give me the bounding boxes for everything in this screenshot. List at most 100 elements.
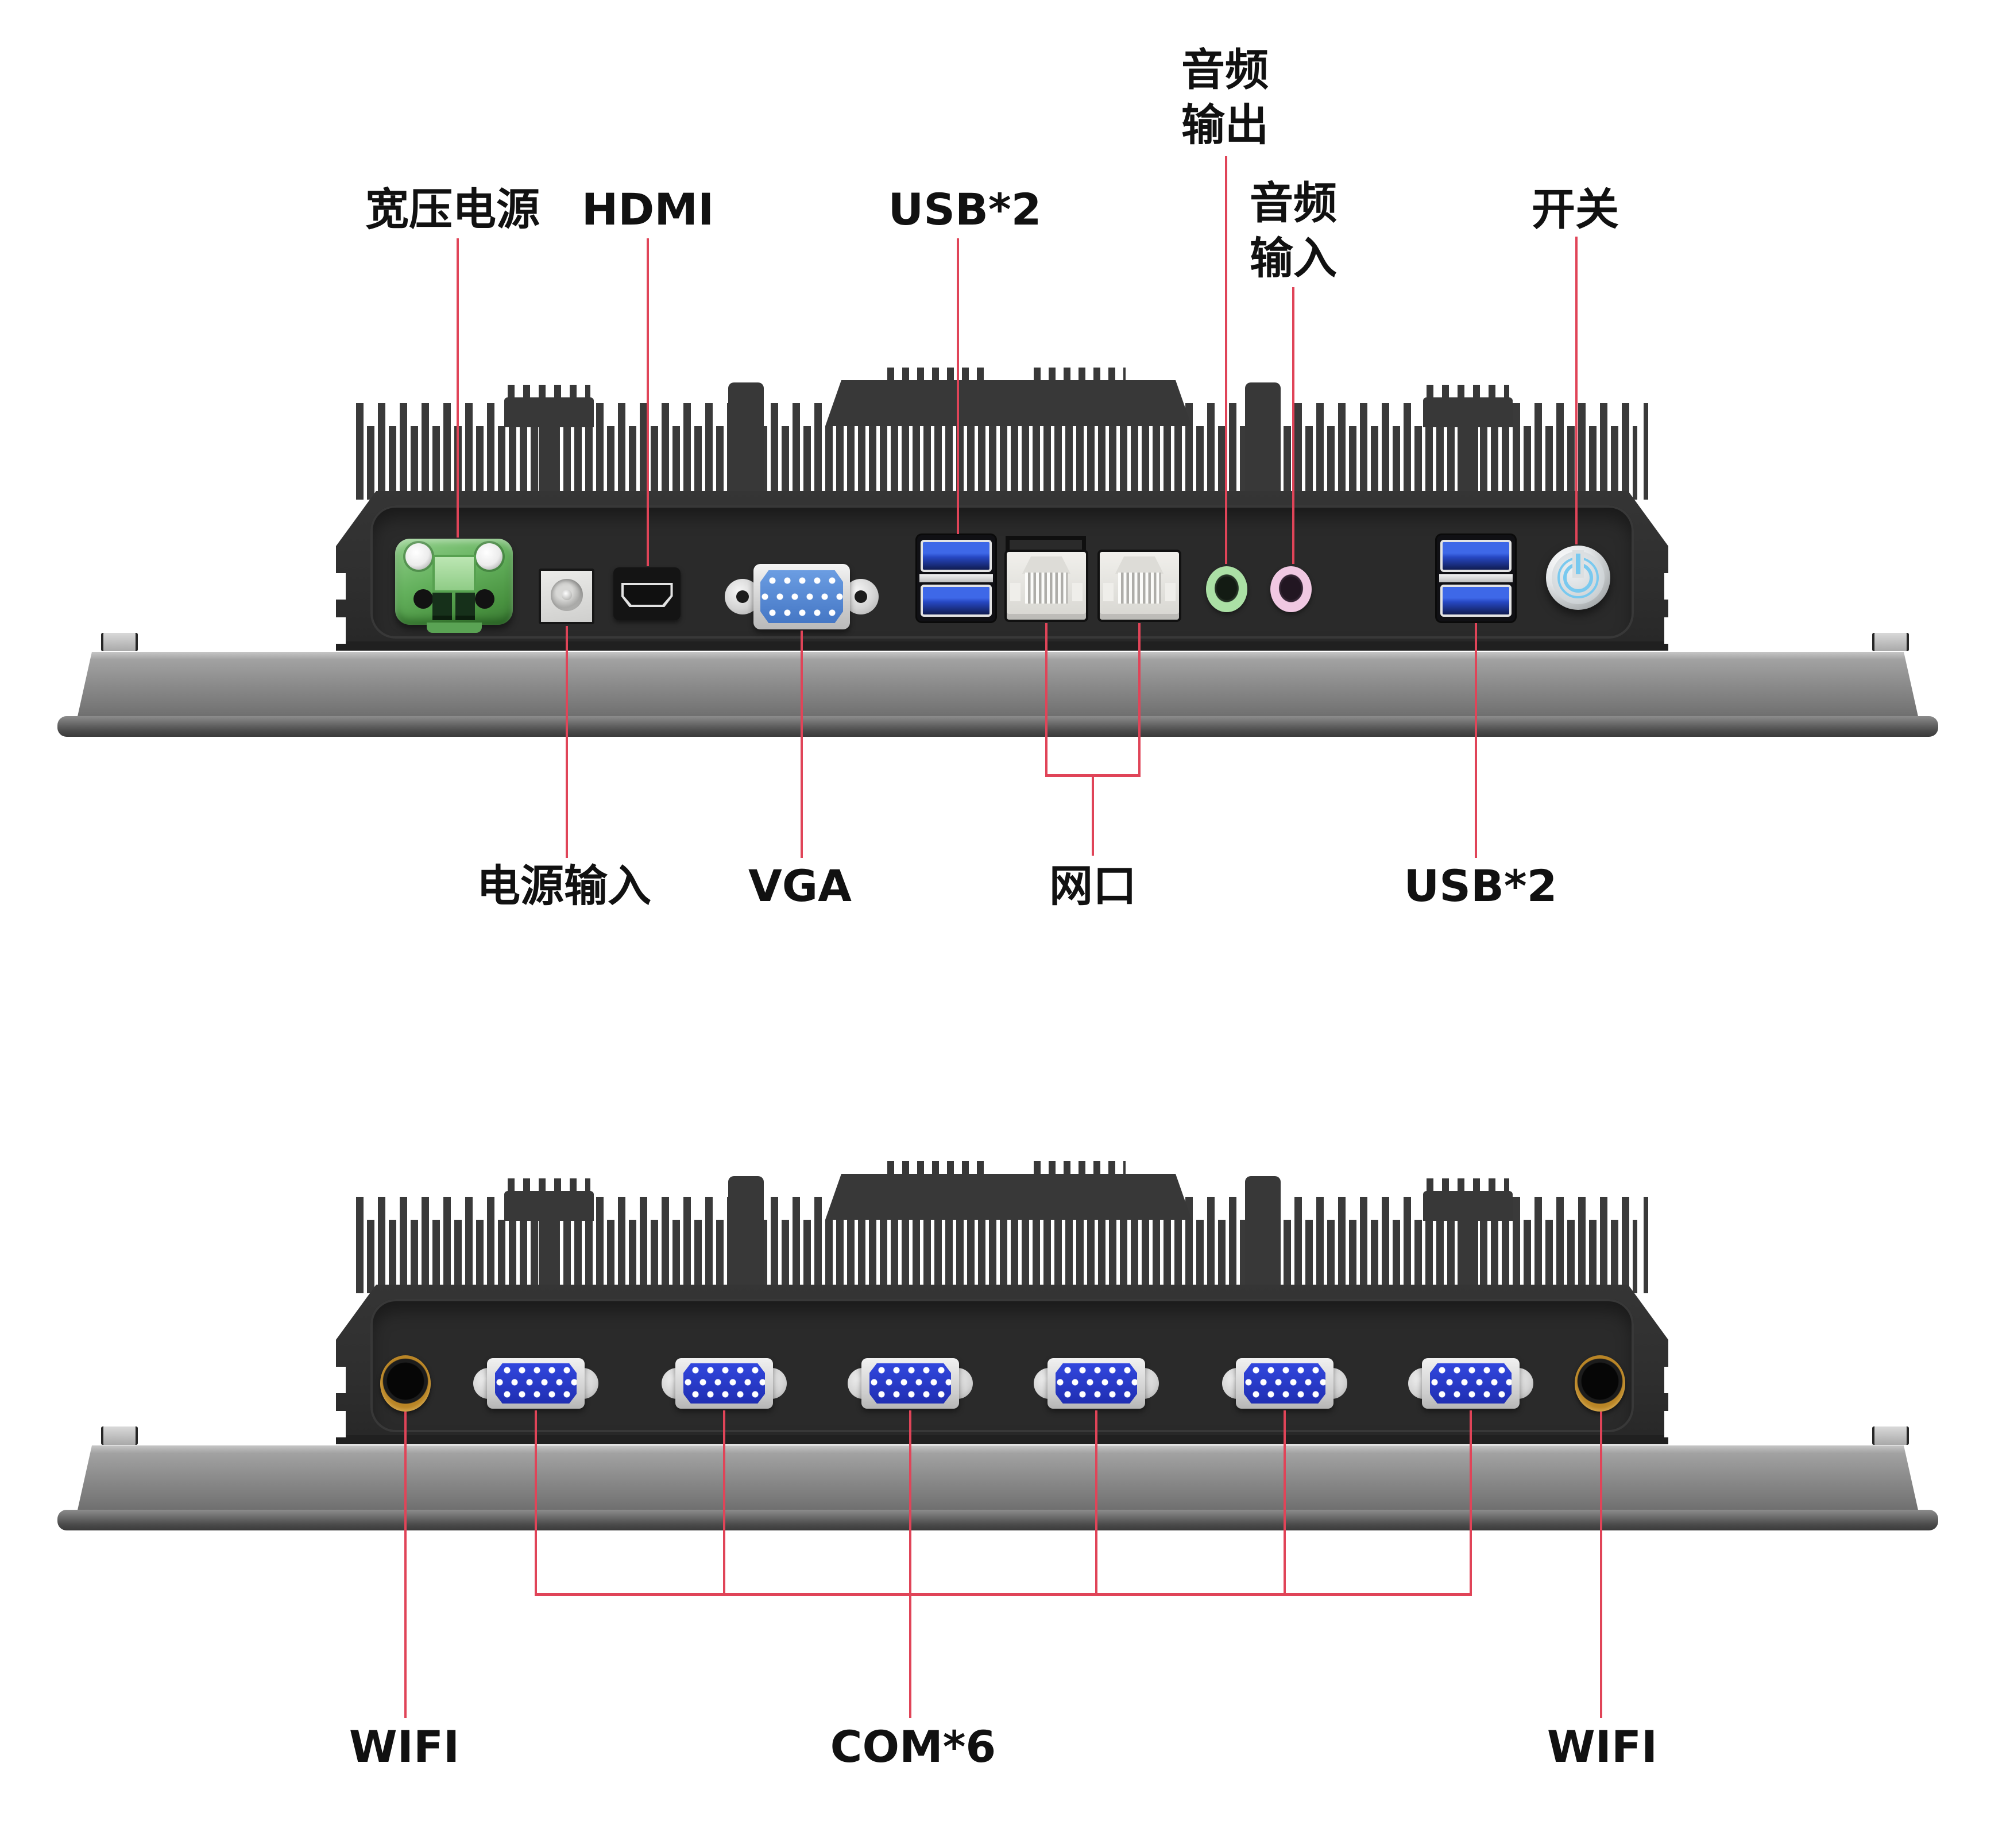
mount-notch bbox=[326, 1411, 346, 1437]
heatsink-post bbox=[1423, 1178, 1513, 1297]
com-serial-port-2 bbox=[662, 1358, 787, 1409]
leader-com-1 bbox=[535, 1410, 537, 1595]
usb3-port bbox=[1440, 585, 1512, 617]
bezel-screw bbox=[1872, 633, 1909, 651]
label-audio-in-line2: 输入 bbox=[1250, 233, 1337, 284]
device-bottom-io-panel bbox=[0, 1161, 2010, 1540]
wifi-antenna-connector-right bbox=[1575, 1355, 1625, 1412]
label-lan: 网口 bbox=[1049, 860, 1137, 911]
usb3-port bbox=[921, 540, 992, 572]
hdmi-port bbox=[613, 567, 681, 620]
heatsink-teeth bbox=[1034, 368, 1126, 381]
heatsink-teeth bbox=[887, 368, 991, 381]
leader-lan-1 bbox=[1045, 623, 1047, 776]
wide-voltage-terminal-port bbox=[395, 539, 513, 633]
com-face bbox=[683, 1363, 765, 1404]
mount-notch bbox=[1664, 1367, 1684, 1393]
terminal-hole bbox=[413, 589, 433, 609]
power-button bbox=[1546, 546, 1610, 610]
label-audio-out: 音频 输出 bbox=[1181, 42, 1269, 153]
leader-com-4 bbox=[1095, 1410, 1097, 1595]
label-com6: COM*6 bbox=[830, 1721, 996, 1772]
leader-vga bbox=[801, 631, 803, 858]
leader-com-drop bbox=[909, 1593, 911, 1718]
heatsink-fins bbox=[367, 426, 1637, 500]
label-usb2-top: USB*2 bbox=[888, 184, 1042, 235]
heatsink-teeth bbox=[1034, 1161, 1126, 1175]
usb-divider bbox=[1439, 574, 1513, 582]
heatsink-post bbox=[728, 382, 764, 498]
heatsink-post bbox=[728, 1176, 764, 1292]
usb3-port bbox=[1440, 540, 1512, 572]
mount-notch bbox=[1664, 573, 1684, 600]
label-usb2-bottom: USB*2 bbox=[1404, 860, 1557, 911]
leader-com-6 bbox=[1470, 1410, 1472, 1595]
display-bezel-lip bbox=[57, 716, 1938, 737]
label-wifi-right: WIFI bbox=[1547, 1721, 1658, 1772]
rj45-side-tab bbox=[1072, 583, 1083, 601]
com-face bbox=[1056, 1363, 1137, 1404]
terminal-slot bbox=[455, 593, 475, 620]
label-audio-out-line1: 音频 bbox=[1181, 44, 1269, 95]
leader-lan-drop bbox=[1092, 774, 1094, 856]
display-bezel-lip bbox=[57, 1510, 1938, 1530]
rj45-shoulder bbox=[1115, 556, 1164, 574]
terminal-screw bbox=[405, 543, 432, 570]
heatsink-post bbox=[504, 1178, 594, 1297]
vga-face bbox=[760, 570, 843, 623]
leader-wifi-left bbox=[404, 1412, 407, 1718]
com-serial-port-5 bbox=[1222, 1358, 1347, 1409]
usb3-dual-port-left bbox=[917, 535, 995, 621]
terminal-tab bbox=[432, 555, 476, 593]
leader-audio-out bbox=[1225, 156, 1227, 564]
leader-wifi-right bbox=[1600, 1412, 1602, 1718]
power-icon-bar bbox=[1576, 554, 1580, 574]
com-face bbox=[1430, 1363, 1512, 1404]
rj45-pins bbox=[1025, 573, 1068, 604]
com-face bbox=[495, 1363, 577, 1404]
rj45-shield-bracket bbox=[1006, 536, 1086, 551]
com-serial-port-3 bbox=[848, 1358, 973, 1409]
usb3-port bbox=[921, 585, 992, 617]
rj45-shoulder bbox=[1022, 556, 1070, 574]
heatsink-center-block bbox=[825, 380, 1192, 426]
rj45-side-tab bbox=[1103, 583, 1114, 601]
vga-port bbox=[725, 564, 879, 629]
bezel-screw bbox=[101, 1426, 138, 1445]
leader-usb2-top bbox=[957, 238, 959, 534]
heatsink-center-block bbox=[825, 1174, 1192, 1220]
heatsink-fins bbox=[367, 1220, 1637, 1293]
rj45-lan-port-1 bbox=[1004, 550, 1088, 622]
dc-jack-pin bbox=[561, 589, 572, 600]
label-audio-out-line2: 输出 bbox=[1181, 99, 1269, 150]
usb-divider bbox=[919, 574, 993, 582]
mount-notch bbox=[326, 617, 346, 644]
com-face bbox=[1244, 1363, 1325, 1404]
bezel-screw bbox=[1872, 1426, 1909, 1445]
label-vga: VGA bbox=[748, 860, 852, 911]
bezel-screw bbox=[101, 633, 138, 651]
label-hdmi: HDMI bbox=[581, 184, 714, 235]
leader-power-switch bbox=[1575, 237, 1578, 544]
mount-notch bbox=[326, 1367, 346, 1393]
label-wifi-left: WIFI bbox=[349, 1721, 460, 1772]
audio-in-jack bbox=[1270, 566, 1312, 612]
hdmi-slot bbox=[621, 583, 673, 607]
leader-com-5 bbox=[1284, 1410, 1286, 1595]
mount-notch bbox=[1664, 1411, 1684, 1437]
com-serial-port-1 bbox=[473, 1358, 598, 1409]
rj45-side-tab bbox=[1010, 583, 1021, 601]
leader-usb2-bottom bbox=[1475, 623, 1477, 858]
heatsink-post bbox=[1245, 382, 1281, 498]
terminal-slot bbox=[432, 593, 452, 620]
label-audio-in: 音频 输入 bbox=[1250, 176, 1337, 286]
terminal-foot bbox=[426, 623, 482, 633]
heatsink-teeth bbox=[887, 1161, 991, 1175]
leader-wide-voltage-power bbox=[457, 238, 459, 538]
mount-notch bbox=[1664, 617, 1684, 644]
terminal-hole bbox=[475, 589, 494, 609]
leader-com-2 bbox=[723, 1410, 725, 1595]
rj45-lan-port-2 bbox=[1097, 550, 1181, 622]
com-serial-port-6 bbox=[1408, 1358, 1533, 1409]
